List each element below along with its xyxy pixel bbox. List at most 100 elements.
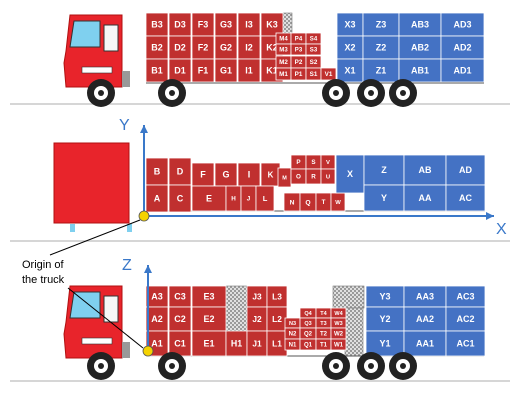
cargo-block-g2: G2	[214, 35, 238, 60]
cargo-block-y: Y	[363, 184, 405, 212]
cargo-block-label: E3	[203, 292, 214, 302]
cargo-block-z3: Z3	[362, 12, 400, 37]
cargo-block-label: F	[200, 170, 206, 180]
wheel	[158, 352, 186, 380]
cargo-block-ad3: AD3	[440, 12, 485, 37]
wheel	[357, 352, 385, 380]
cargo-block-aa3: AA3	[403, 285, 447, 308]
wheel	[87, 79, 115, 107]
cargo-block-x1: X1	[336, 58, 364, 83]
cargo-block-e: E	[191, 185, 227, 212]
z-axis-label: Z	[122, 257, 132, 274]
cargo-block-label: AD1	[453, 66, 471, 76]
cargo-block-l2: L2	[266, 306, 288, 332]
cargo-block-b2: B2	[145, 35, 169, 60]
cargo-block-b3: B3	[145, 12, 169, 37]
cab-door-window	[103, 24, 119, 52]
cargo-block-label: G2	[220, 43, 232, 53]
cargo-block-label: AB3	[411, 20, 429, 30]
cargo-block-label: M4	[279, 37, 288, 43]
cargo-block-v: V	[320, 154, 336, 170]
cargo-block-label: D	[177, 167, 184, 177]
cargo-block-p3: P3	[290, 43, 307, 56]
cargo-block-r: R	[305, 168, 322, 185]
cab-hitch	[122, 71, 130, 87]
y-axis-label: Y	[119, 117, 130, 134]
cargo-block-label: W4	[334, 311, 343, 317]
cargo-block-i: I	[237, 162, 261, 187]
cargo-block-label: L1	[272, 338, 282, 348]
y-axis-arrow	[140, 125, 148, 216]
cargo-block-j1: J1	[246, 330, 268, 357]
cargo-block-p4: P4	[290, 32, 307, 45]
cargo-block-label: A	[154, 194, 161, 204]
cargo-block-j2: J2	[246, 306, 268, 332]
cargo-block-h1: H1	[225, 330, 248, 357]
cargo-block-label: Z3	[376, 20, 387, 30]
cargo-block-label: D2	[174, 43, 186, 53]
cargo-block-label: L2	[272, 314, 282, 324]
cargo-block-label: Q1	[304, 343, 313, 349]
cargo-block-m1: M1	[275, 67, 292, 81]
truck-cab-rear	[53, 142, 132, 232]
cargo-block-p2: P2	[290, 55, 307, 69]
wheels	[87, 79, 417, 380]
cargo-block-l1: L1	[266, 330, 288, 357]
cargo-block-label: Z1	[376, 66, 387, 76]
cargo-block-label: Y3	[379, 292, 390, 302]
cargo-block-label: M3	[279, 48, 288, 54]
cargo-block-label: T1	[320, 343, 328, 349]
cargo-block-t4: T4	[315, 307, 332, 319]
wheel	[389, 352, 417, 380]
cargo-block-i2: I2	[237, 35, 261, 60]
cargo-block-ab: AB	[403, 154, 447, 186]
cargo-block-s4: S4	[305, 32, 322, 45]
cargo-block-label: AC	[459, 193, 472, 203]
cargo-block-d3: D3	[168, 12, 192, 37]
cargo-block-label: D3	[174, 20, 186, 30]
cargo-block-label: W	[335, 200, 341, 206]
cargo-block-label: W2	[334, 332, 344, 338]
empty-space-hatch	[225, 285, 248, 332]
cargo-block-label: Q2	[304, 332, 313, 338]
cargo-block-label: C1	[174, 339, 186, 349]
cargo-block-label: I2	[245, 43, 253, 53]
cargo-block-label: C3	[174, 292, 186, 302]
cargo-block-label: C2	[174, 314, 186, 324]
cargo-block-b: B	[145, 157, 169, 186]
cargo-block-label: W1	[334, 343, 344, 349]
cargo-block-b1: B1	[145, 58, 169, 83]
cargo-block-label: P1	[295, 71, 303, 78]
cargo-block-label: A1	[151, 339, 163, 349]
cargo-block-label: AA2	[416, 314, 434, 324]
cargo-block-ad1: AD1	[440, 58, 485, 83]
cargo-block-label: Y2	[379, 314, 390, 324]
cargo-block-label: N1	[289, 343, 297, 349]
cargo-block-label: S2	[310, 59, 318, 66]
cargo-block-aa: AA	[403, 184, 447, 212]
cargo-block-label: E	[206, 194, 212, 204]
cargo-block-ad2: AD2	[440, 35, 485, 60]
cargo-block-ab3: AB3	[398, 12, 442, 37]
cargo-block-f1: F1	[191, 58, 215, 83]
mirror	[70, 224, 75, 232]
cargo-block-label: R	[311, 174, 316, 181]
cargo-block-t2: T2	[315, 327, 332, 340]
cargo-block-label: N2	[289, 332, 297, 338]
cargo-block-j3: J3	[246, 285, 268, 308]
cargo-block-y2: Y2	[365, 306, 405, 332]
cargo-block-label: A2	[151, 314, 163, 324]
cargo-block-label: AA	[419, 193, 432, 203]
cargo-block-label: N	[290, 199, 295, 206]
wheel	[87, 352, 115, 380]
cargo-block-w2: W2	[330, 327, 347, 340]
cargo-block-z1: Z1	[362, 58, 400, 83]
cargo-block-f: F	[191, 162, 215, 187]
cargo-block-ab1: AB1	[398, 58, 442, 83]
cargo-block-w1: W1	[330, 338, 347, 351]
cargo-block-label: K	[268, 170, 274, 179]
cargo-block-label: Z2	[376, 43, 387, 53]
cargo-block-j: J	[240, 185, 257, 212]
